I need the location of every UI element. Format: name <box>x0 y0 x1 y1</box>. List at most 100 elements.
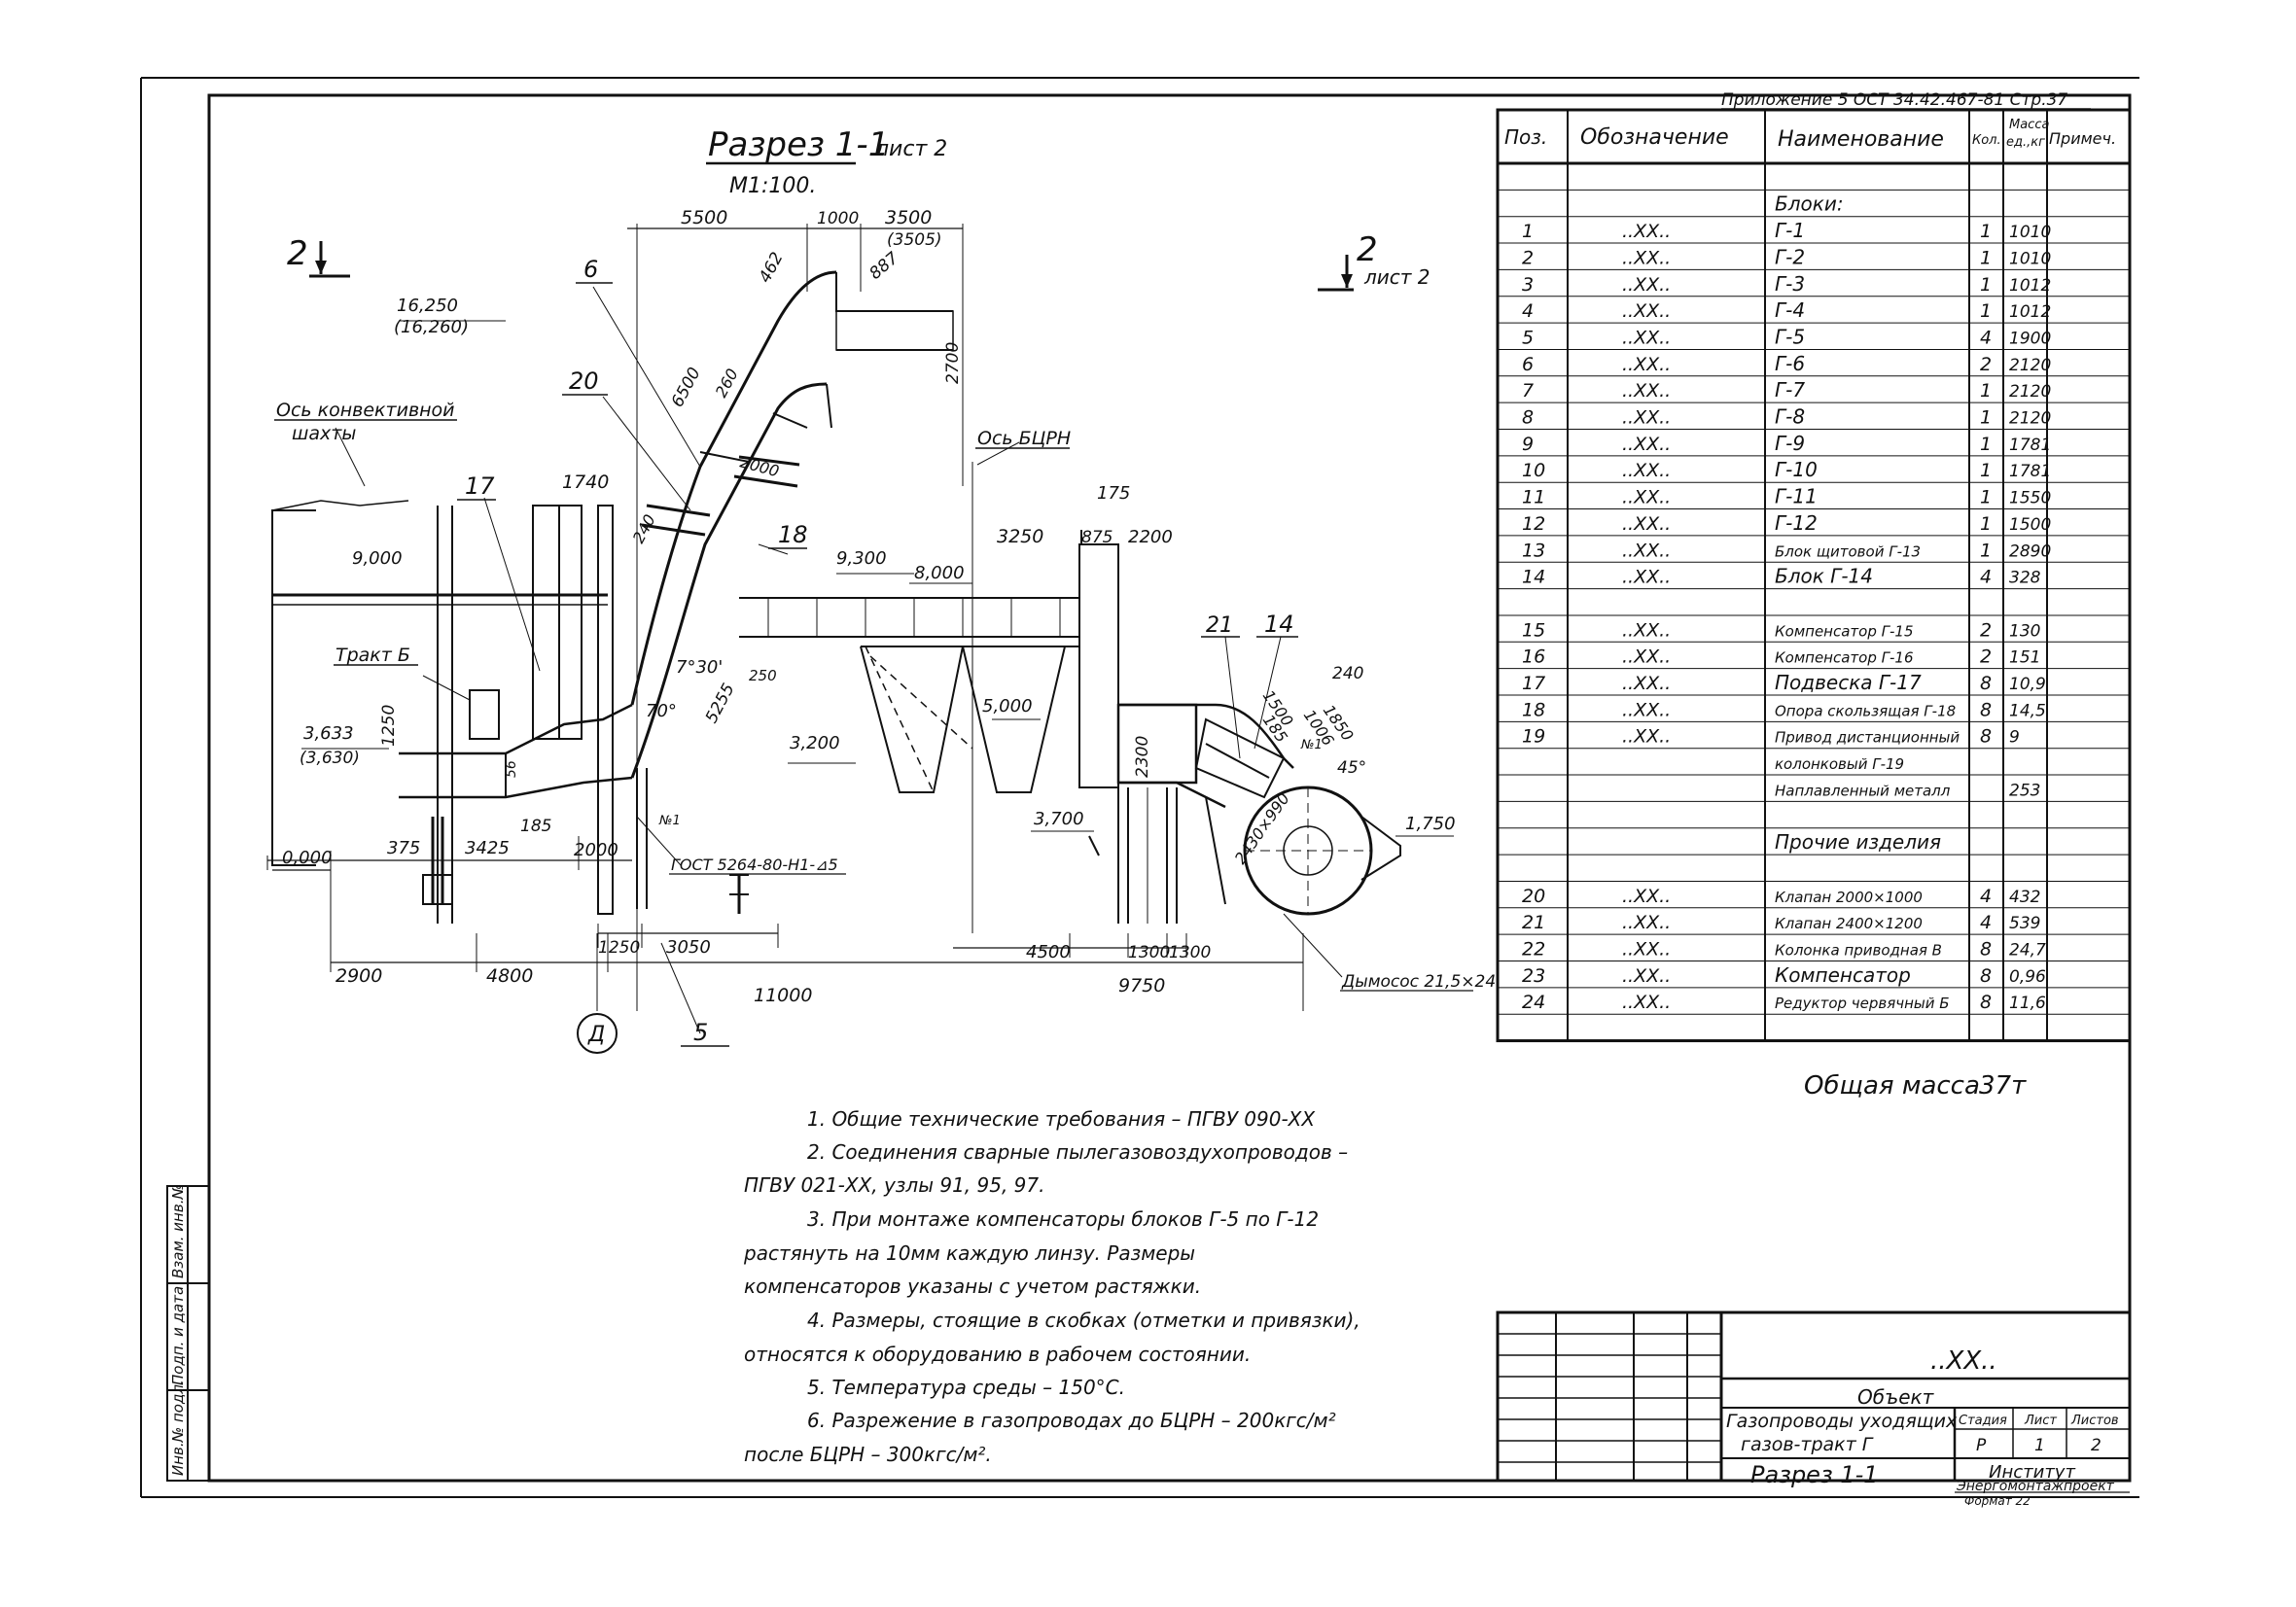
side-stamp: Инв.№ подл. Подп. и дата Взам. инв.№ <box>166 1184 210 1482</box>
dim-angle-45: 45° <box>1337 758 1366 778</box>
section-sheet-right: лист 2 <box>1363 265 1431 289</box>
table-cell-pos: 17 <box>1522 673 1545 694</box>
note-6: 6. Разрежение в газопроводах до БЦРН – 2… <box>807 1409 1336 1432</box>
title-sheet-label: Лист <box>2024 1414 2057 1428</box>
title-sheets: 2 <box>2091 1436 2102 1455</box>
dim-1300b: 1300 <box>1169 943 1211 962</box>
table-cell-designation: ..XX.. <box>1622 380 1671 402</box>
table-cell-name: Г-9 <box>1775 432 1805 455</box>
table-cell-pos: 6 <box>1522 354 1534 375</box>
elev-3200: 3,200 <box>790 733 840 753</box>
table-cell-mass: 130 <box>2009 621 2040 641</box>
elev-5000: 5,000 <box>982 696 1033 716</box>
table-cell-name: Г-4 <box>1775 298 1805 322</box>
table-cell-qty: 4 <box>1980 567 1992 588</box>
table-cell-name: Г-10 <box>1775 458 1818 481</box>
dim-5255: 5255 <box>702 681 739 727</box>
dim-3500: 3500 <box>885 207 932 228</box>
title-org-1: Институт <box>1989 1462 2075 1483</box>
header-name: Наименование <box>1778 127 1944 152</box>
dim-4500: 4500 <box>1026 942 1071 962</box>
table-cell-designation: ..XX.. <box>1622 513 1671 535</box>
stamp-inv: Инв.№ подл. <box>169 1380 187 1476</box>
title-name-2: газов-тракт Г <box>1741 1434 1874 1455</box>
table-cell-name: Г-7 <box>1775 378 1805 402</box>
elev-8000: 8,000 <box>914 563 965 583</box>
note-5: 5. Температура среды – 150°С. <box>807 1376 1125 1399</box>
table-cell-qty: 1 <box>1980 540 1992 561</box>
table-cell-name: Прочие изделия <box>1775 830 1941 854</box>
title-format: Формат 22 <box>1964 1494 2031 1508</box>
title-block <box>1496 1310 2132 1493</box>
dim-angle-70: 70° <box>646 701 677 721</box>
table-cell-mass: 539 <box>2009 914 2040 933</box>
technical-notes: 1. Общие технические требования – ПГВУ 0… <box>743 1107 1360 1466</box>
table-cell-name: Г-8 <box>1775 405 1805 429</box>
table-cell-designation: ..XX.. <box>1622 300 1671 322</box>
table-cell-pos: 9 <box>1522 434 1534 455</box>
pos-label-20: 20 <box>569 367 599 395</box>
table-cell-pos: 19 <box>1522 726 1545 748</box>
table-cell-name: колонковый Г-19 <box>1775 755 1904 773</box>
table-cell-designation: ..XX.. <box>1622 221 1671 242</box>
table-cell-designation: ..XX.. <box>1622 460 1671 481</box>
dim-11000: 11000 <box>754 985 812 1006</box>
table-cell-qty: 8 <box>1980 965 1992 987</box>
title-drawing-name: Разрез 1-1 <box>1750 1461 1879 1488</box>
dim-6500: 6500 <box>668 365 705 411</box>
table-cell-pos: 18 <box>1522 699 1545 720</box>
table-cell-designation: ..XX.. <box>1622 939 1671 961</box>
table-cell-mass: 1012 <box>2009 276 2051 296</box>
elev-0000: 0,000 <box>282 848 333 868</box>
dim-3250: 3250 <box>997 526 1043 547</box>
table-cell-name: Г-3 <box>1775 272 1805 296</box>
table-cell-pos: 10 <box>1522 460 1545 481</box>
table-cell-mass: 1010 <box>2009 249 2051 268</box>
table-cell-qty: 2 <box>1980 354 1992 375</box>
table-cell-designation: ..XX.. <box>1622 646 1671 668</box>
elev-16260: (16,260) <box>394 317 469 337</box>
pos-label-18: 18 <box>778 521 808 548</box>
table-cell-qty: 8 <box>1980 699 1992 720</box>
dim-175: 175 <box>1097 483 1130 504</box>
table-cell-qty: 1 <box>1980 434 1992 455</box>
dim-5500: 5500 <box>681 207 727 228</box>
table-cell-mass: 14,5 <box>2009 701 2046 720</box>
table-cell-pos: 11 <box>1522 487 1545 508</box>
table-cell-pos: 24 <box>1522 992 1545 1013</box>
exhauster-label: Дымосос 21,5×24 <box>1341 972 1496 992</box>
dim-2000b: 2000 <box>574 840 618 860</box>
table-cell-qty: 4 <box>1980 886 1992 907</box>
table-cell-pos: 12 <box>1522 513 1545 535</box>
table-cell-pos: 15 <box>1522 619 1545 641</box>
table-cell-mass: 2120 <box>2009 356 2051 375</box>
table-cell-qty: 1 <box>1980 247 1992 268</box>
table-cell-designation: ..XX.. <box>1622 619 1671 641</box>
drawing-sheet-ref: лист 2 <box>874 137 947 161</box>
table-cell-mass: 2890 <box>2009 541 2051 561</box>
table-cell-designation: ..XX.. <box>1622 487 1671 508</box>
tract-b-label: Тракт Б <box>336 645 410 666</box>
table-cell-name: Г-5 <box>1775 325 1805 348</box>
dim-1000: 1000 <box>817 209 859 228</box>
table-cell-pos: 20 <box>1522 886 1545 907</box>
dim-2900: 2900 <box>336 965 382 987</box>
dim-2300: 2300 <box>1133 736 1152 778</box>
table-border <box>1496 108 2132 1043</box>
header-pos: Поз. <box>1504 125 1547 149</box>
table-cell-designation: ..XX.. <box>1622 912 1671 933</box>
table-cell-mass: 253 <box>2009 781 2040 800</box>
title-stage: Р <box>1976 1436 1987 1455</box>
table-cell-designation: ..XX.. <box>1622 992 1671 1013</box>
table-cell-designation: ..XX.. <box>1622 354 1671 375</box>
table-cell-name: Блок щитовой Г-13 <box>1775 542 1921 560</box>
note-3: 3. При монтаже компенсаторы блоков Г-5 п… <box>807 1207 1319 1231</box>
section-mark-right: 2 <box>1357 230 1378 269</box>
table-cell-qty: 4 <box>1980 912 1992 933</box>
elev-3630: (3,630) <box>300 749 360 768</box>
weld-n1-right: №1 <box>1300 738 1323 752</box>
title-stage-label: Стадия <box>1959 1414 2007 1428</box>
table-cell-name: Компенсатор Г-16 <box>1775 649 1914 667</box>
table-cell-pos: 4 <box>1522 300 1534 322</box>
note-2b: ПГВУ 021-XX, узлы 91, 95, 97. <box>744 1173 1045 1197</box>
